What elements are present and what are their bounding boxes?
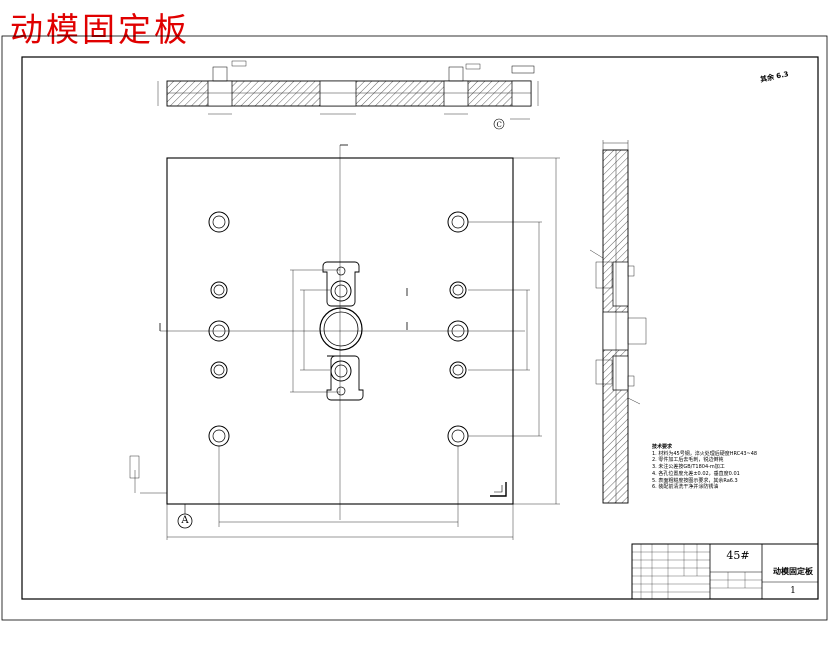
datum-label: A <box>181 515 189 526</box>
title-block <box>631 543 819 600</box>
top-section-view: C <box>157 60 539 130</box>
upper-slot <box>322 261 360 307</box>
title-block-sheet: 1 <box>790 586 796 596</box>
section-label: C <box>497 121 502 129</box>
corner-mark <box>490 482 507 497</box>
tech-requirements: 技术要求 1. 材料为45号钢，淬火处理后硬度HRC43~48 2. 零件加工后… <box>652 444 757 491</box>
hole-group-right <box>447 211 469 447</box>
tech-requirement-item: 4. 各孔位置度允差±0.02，垂直度0.01 <box>652 470 740 477</box>
tech-requirement-item: 5. 表面粗糙度按图示要求，其余Ra6.3 <box>652 477 738 484</box>
drawing-title: 动模固定板 <box>10 10 190 49</box>
dimension-lines <box>129 157 560 540</box>
sheet-border <box>1 35 828 621</box>
plan-view <box>129 144 560 540</box>
tech-requirement-item: 2. 零件加工后去毛刺，锐边倒钝 <box>652 457 724 464</box>
central-boss <box>319 307 363 351</box>
hole-group-left <box>208 211 230 447</box>
tech-requirement-item: 6. 装配前清洗干净并涂防锈油 <box>652 484 719 491</box>
title-block-part-name: 动模固定板 <box>773 567 813 576</box>
tech-requirement-item: 3. 未注公差按GB/T1804-m加工 <box>652 464 725 471</box>
title-block-material: 45# <box>726 549 750 562</box>
tech-requirements-heading: 技术要求 <box>652 444 673 450</box>
side-section-view <box>589 140 647 504</box>
drawing-frame <box>21 56 819 600</box>
tech-requirement-item: 1. 材料为45号钢，淬火处理后硬度HRC43~48 <box>652 450 758 457</box>
lower-slot <box>326 355 364 401</box>
